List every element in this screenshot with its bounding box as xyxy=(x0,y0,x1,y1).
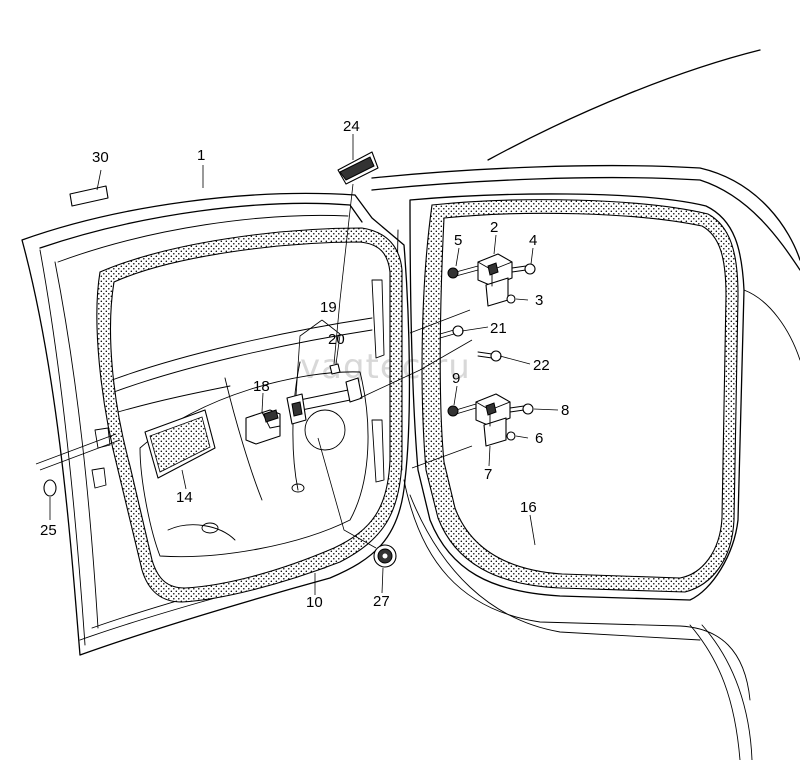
part-30-sticker xyxy=(69,185,109,207)
label-22: 22 xyxy=(533,357,550,374)
label-21: 21 xyxy=(490,320,507,337)
label-16: 16 xyxy=(520,499,537,516)
nut-6 xyxy=(506,431,516,441)
part-7-lower-hinge xyxy=(475,393,511,447)
label-18: 18 xyxy=(253,378,270,395)
watermark-text: vagtec.ru xyxy=(300,347,471,387)
label-8: 8 xyxy=(561,402,569,419)
part-27-grommet xyxy=(373,544,397,568)
label-6: 6 xyxy=(535,430,543,447)
label-2: 2 xyxy=(490,219,498,236)
bolt-4 xyxy=(511,263,536,275)
label-14: 14 xyxy=(176,489,193,506)
bolt-8 xyxy=(509,403,534,415)
body-seal-16 xyxy=(421,199,739,593)
nut-3 xyxy=(506,294,516,304)
bolt-9 xyxy=(447,403,477,417)
bolt-5 xyxy=(447,265,479,279)
label-9: 9 xyxy=(452,370,460,387)
door-seal-10 xyxy=(96,227,403,603)
part-18-bracket xyxy=(245,409,281,445)
label-10: 10 xyxy=(306,594,323,611)
label-1: 1 xyxy=(197,147,205,164)
label-3: 3 xyxy=(535,292,543,309)
label-30: 30 xyxy=(92,149,109,166)
part-labels: 1 2 3 4 5 6 7 8 9 10 14 16 18 19 20 21 2… xyxy=(40,118,569,611)
part-24-cap xyxy=(337,151,379,185)
label-4: 4 xyxy=(529,232,537,249)
label-24: 24 xyxy=(343,118,360,135)
label-27: 27 xyxy=(373,593,390,610)
label-19: 19 xyxy=(320,299,337,316)
label-20: 20 xyxy=(328,331,345,348)
bolt-21 xyxy=(439,325,464,339)
label-7: 7 xyxy=(484,466,492,483)
bolt-22 xyxy=(477,350,502,362)
part-25-plug xyxy=(43,479,57,497)
label-25: 25 xyxy=(40,522,57,539)
part-14-pad xyxy=(144,409,216,479)
part-2-upper-hinge xyxy=(477,253,513,307)
leader-lines xyxy=(35,134,559,595)
label-5: 5 xyxy=(454,232,462,249)
door-inner-panel xyxy=(91,317,373,558)
a-pillar-details xyxy=(371,279,385,483)
